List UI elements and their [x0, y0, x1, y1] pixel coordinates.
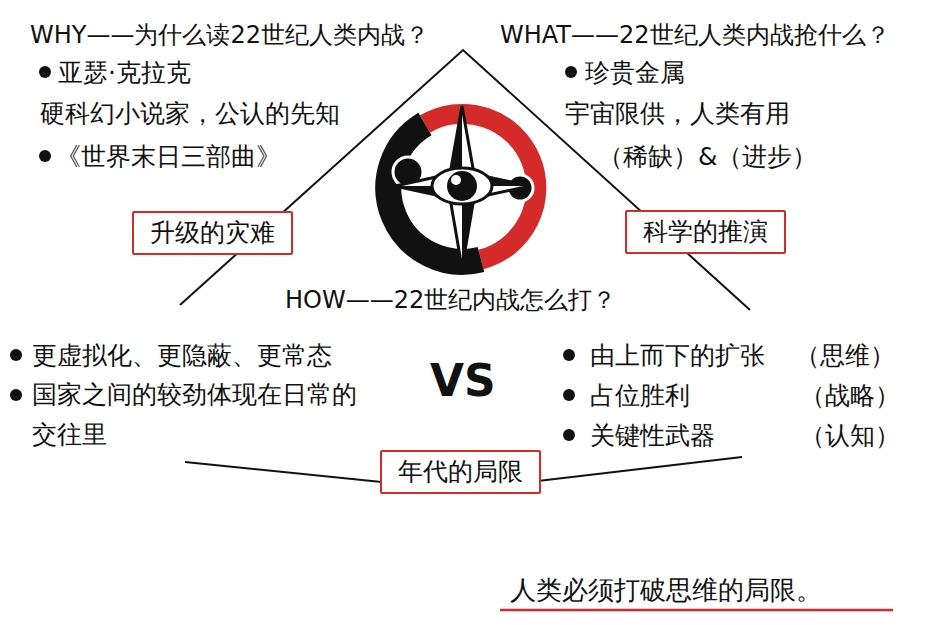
caption: 人类必须打破思维的局限。	[510, 573, 822, 607]
text-label: 国家之间的较劲体现在日常的交往里	[32, 375, 362, 455]
text-label: 珍贵金属	[585, 56, 685, 89]
text-label: 更虚拟化、更隐蔽、更常态	[32, 339, 332, 372]
text-label: HOW——22世纪内战怎么打？	[285, 285, 616, 316]
text-label: WHY——为什么读22世纪人类内战？	[30, 20, 429, 51]
text-label: （认知）	[800, 419, 900, 452]
text-label: （战略）	[800, 379, 900, 412]
compass-logo	[388, 106, 536, 268]
box-text: 科学的推演	[643, 215, 768, 249]
text-label: WHAT——22世纪人类内战抢什么？	[500, 20, 890, 51]
caption-underline	[500, 609, 893, 612]
text-label: 宇宙限供，人类有用	[565, 97, 790, 130]
text-label: （稀缺）&（进步）	[598, 140, 818, 173]
keyword-box: 年代的局限	[380, 450, 541, 494]
keyword-box: 升级的灾难	[132, 211, 293, 255]
text-label: 关键性武器	[590, 419, 715, 452]
box-text: 年代的局限	[398, 455, 523, 489]
text-label: 亚瑟·克拉克	[58, 56, 191, 89]
versus-mark: VS	[430, 352, 496, 409]
text-label: 硬科幻小说家，公认的先知	[40, 97, 340, 130]
triangle-line	[180, 50, 750, 310]
text-label: 《世界末日三部曲》	[56, 140, 281, 173]
text-label: 占位胜利	[590, 379, 690, 412]
text-label: 由上而下的扩张	[590, 339, 765, 372]
box-text: 升级的灾难	[150, 216, 275, 250]
text-label: （思维）	[795, 339, 895, 372]
keyword-box: 科学的推演	[625, 210, 786, 254]
